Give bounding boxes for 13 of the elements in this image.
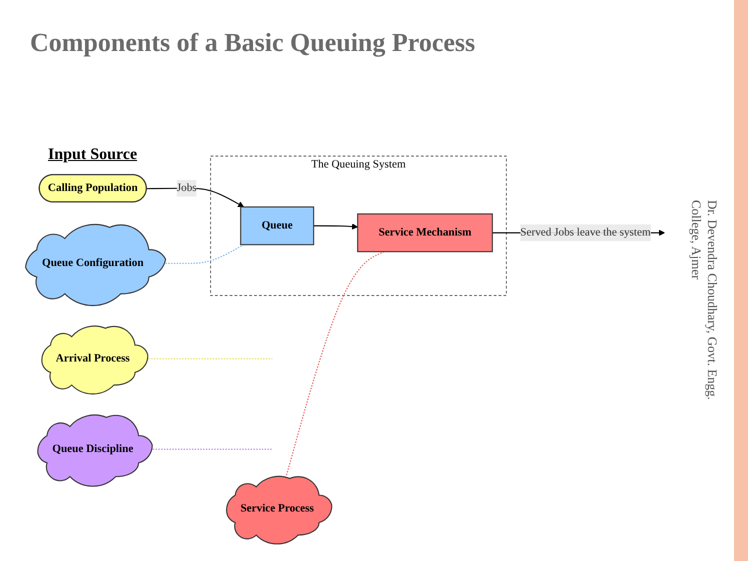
edge-label: Served Jobs leave the system (520, 226, 651, 238)
edge-label: Jobs (176, 182, 197, 194)
section-label: Input Source (48, 146, 138, 164)
node-box: Service Mechanism (357, 213, 493, 252)
connector (286, 251, 384, 476)
arrow (314, 223, 358, 230)
connector (162, 244, 244, 264)
connector (150, 448, 272, 450)
slide-title: Components of a Basic Queuing Process (30, 28, 476, 58)
author-credit: Dr. Devendra Choudhary, Govt. Engg. College, Ajmer (690, 200, 720, 402)
connector (146, 358, 272, 360)
node-box: Queue (240, 206, 314, 246)
arrow (146, 188, 244, 208)
